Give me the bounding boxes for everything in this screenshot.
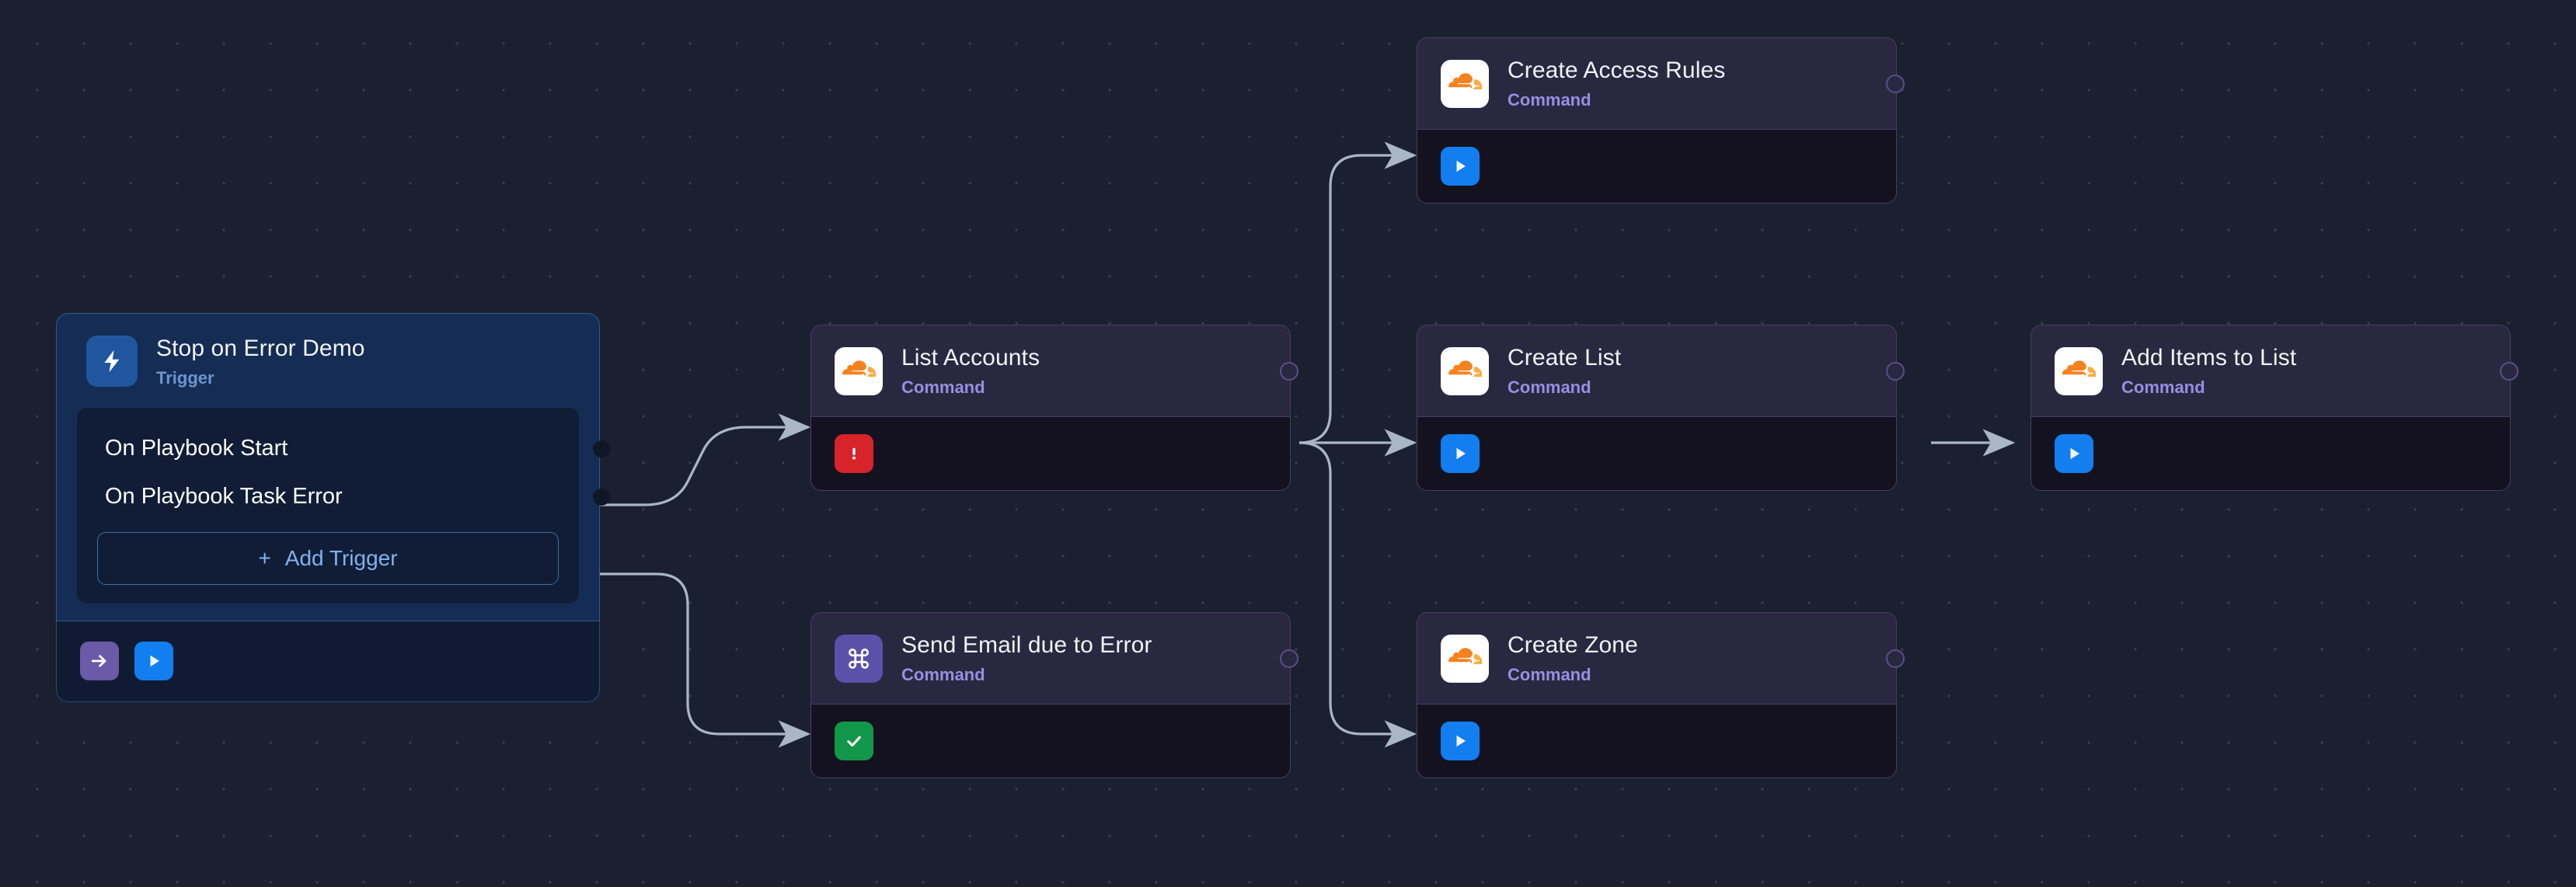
trigger-output-port-task-error[interactable] xyxy=(593,488,610,506)
node-header: Create List Command xyxy=(1417,325,1905,416)
play-icon xyxy=(1456,447,1466,460)
node-output-port[interactable] xyxy=(1280,649,1298,668)
cloudflare-icon xyxy=(1441,634,1489,683)
node-titles: Create List Command xyxy=(1508,345,1621,397)
lightning-bolt-icon xyxy=(86,336,138,388)
run-button[interactable] xyxy=(2055,434,2093,473)
play-icon xyxy=(2070,447,2079,460)
node-title: Send Email due to Error xyxy=(901,632,1152,659)
node-header: Create Access Rules Command xyxy=(1417,37,1905,129)
edge-task-error-to-send-email xyxy=(567,572,811,748)
trigger-item-on-playbook-task-error[interactable]: On Playbook Task Error xyxy=(77,473,610,521)
node-titles: Add Items to List Command xyxy=(2121,345,2296,397)
trigger-node-actions xyxy=(56,621,600,702)
node-subtitle: Command xyxy=(1508,89,1591,110)
cloudflare-icon xyxy=(835,346,883,395)
node-titles: List Accounts Command xyxy=(901,345,1040,397)
node-title: Create Zone xyxy=(1508,632,1638,659)
node-add-items-to-list[interactable]: Add Items to List Command xyxy=(2030,325,2518,491)
node-title: Create Access Rules xyxy=(1508,57,1726,84)
node-send-email-due-to-error[interactable]: Send Email due to Error Command xyxy=(810,612,1298,778)
node-body xyxy=(1417,704,1897,778)
node-subtitle: Command xyxy=(1508,377,1591,397)
node-output-port[interactable] xyxy=(1280,361,1298,381)
node-output-port[interactable] xyxy=(2500,361,2518,381)
edge-list-accounts-to-create-zone xyxy=(1298,441,1417,748)
node-header: List Accounts Command xyxy=(810,325,1298,416)
add-trigger-button[interactable]: + Add Trigger xyxy=(97,531,559,585)
play-icon xyxy=(1456,160,1466,172)
trigger-node-header: Stop on Error Demo Trigger On Playbook S… xyxy=(56,313,610,621)
check-icon xyxy=(847,736,861,747)
trigger-list: On Playbook Start On Playbook Task Error… xyxy=(77,407,610,604)
trigger-output-port-start[interactable] xyxy=(593,440,610,457)
cloudflare-icon xyxy=(1441,346,1489,395)
node-subtitle: Command xyxy=(901,664,985,684)
error-icon xyxy=(852,447,856,460)
trigger-title: Stop on Error Demo xyxy=(156,336,365,361)
run-button[interactable] xyxy=(1441,434,1480,473)
trigger-item-label: On Playbook Start xyxy=(105,436,288,461)
node-body xyxy=(810,416,1291,491)
edge-list-accounts-to-create-access-rules xyxy=(1298,141,1417,444)
node-header: Add Items to List Command xyxy=(2030,325,2518,416)
node-create-access-rules[interactable]: Create Access Rules Command xyxy=(1417,37,1905,203)
node-subtitle: Command xyxy=(1508,664,1591,684)
trigger-titles: Stop on Error Demo Trigger xyxy=(156,336,365,388)
node-titles: Create Zone Command xyxy=(1508,632,1638,684)
node-title: Create List xyxy=(1508,345,1622,371)
run-button[interactable] xyxy=(1441,722,1480,760)
trigger-title-row: Stop on Error Demo Trigger xyxy=(77,336,579,388)
node-body xyxy=(2030,416,2511,491)
cloudflare-icon xyxy=(1441,59,1489,108)
run-button[interactable] xyxy=(134,642,173,681)
run-button[interactable] xyxy=(1441,147,1480,186)
node-title: List Accounts xyxy=(901,345,1041,371)
cloudflare-icon xyxy=(2055,346,2103,395)
node-body xyxy=(1417,416,1897,491)
error-status-badge[interactable] xyxy=(835,434,873,473)
node-output-port[interactable] xyxy=(1886,74,1905,93)
node-list-accounts[interactable]: List Accounts Command xyxy=(810,325,1298,491)
node-subtitle: Command xyxy=(2121,377,2205,397)
node-create-zone[interactable]: Create Zone Command xyxy=(1417,612,1905,778)
node-header: Create Zone Command xyxy=(1417,612,1905,704)
trigger-node[interactable]: Stop on Error Demo Trigger On Playbook S… xyxy=(56,313,610,702)
node-titles: Send Email due to Error Command xyxy=(901,632,1152,684)
node-titles: Create Access Rules Command xyxy=(1508,57,1725,110)
arrow-right-icon xyxy=(91,655,106,667)
node-body xyxy=(810,704,1291,778)
trigger-item-label: On Playbook Task Error xyxy=(105,484,343,510)
node-header: Send Email due to Error Command xyxy=(810,612,1298,704)
node-body xyxy=(1417,129,1897,203)
node-title: Add Items to List xyxy=(2121,345,2297,371)
plus-icon: + xyxy=(258,545,271,570)
play-icon xyxy=(150,655,159,667)
play-icon xyxy=(1456,735,1466,747)
node-output-port[interactable] xyxy=(1886,361,1905,381)
command-key-icon xyxy=(835,634,883,683)
node-subtitle: Command xyxy=(901,377,985,397)
trigger-subtitle: Trigger xyxy=(156,367,214,388)
add-trigger-label: Add Trigger xyxy=(284,545,398,570)
success-status-badge[interactable] xyxy=(835,722,873,760)
node-create-list[interactable]: Create List Command xyxy=(1417,325,1905,491)
trigger-item-on-playbook-start[interactable]: On Playbook Start xyxy=(77,425,610,473)
continue-button[interactable] xyxy=(80,642,119,681)
node-output-port[interactable] xyxy=(1886,649,1905,668)
